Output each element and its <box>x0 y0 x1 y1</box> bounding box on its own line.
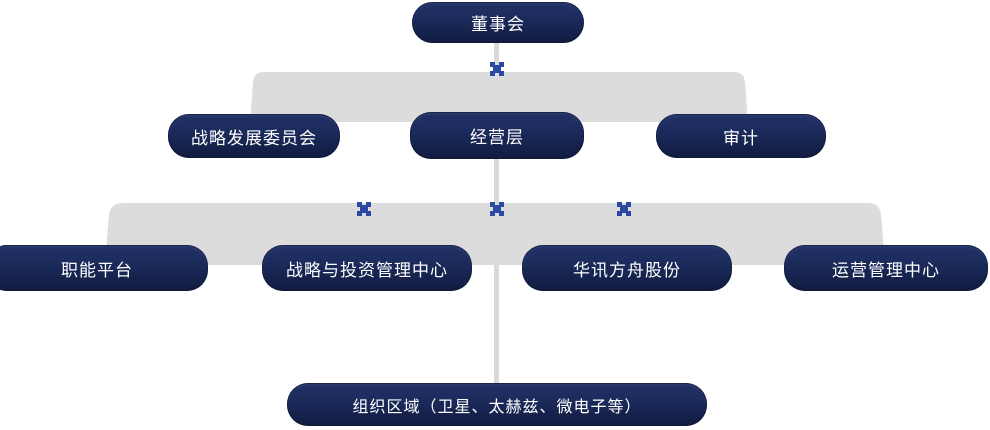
node-huaxun-fangzhou-shares: 华讯方舟股份 <box>522 245 732 291</box>
node-strategy-development-committee: 战略发展委员会 <box>168 114 340 158</box>
connector-cross-icon <box>357 202 371 216</box>
connector-line-management-to-band <box>494 159 499 205</box>
connector-cross-icon <box>617 202 631 216</box>
node-management-level: 经营层 <box>410 112 584 159</box>
node-organization-regions: 组织区域（卫星、太赫兹、微电子等） <box>287 383 707 426</box>
connector-cross-icon <box>490 62 504 76</box>
connector-band-upper <box>250 72 748 122</box>
node-board-of-directors: 董事会 <box>412 2 584 43</box>
connector-line-board-to-band <box>494 43 499 73</box>
node-operations-management-center: 运营管理中心 <box>784 245 988 291</box>
node-strategy-investment-center: 战略与投资管理中心 <box>262 245 472 291</box>
connector-cross-icon <box>490 202 504 216</box>
node-functional-platform: 职能平台 <box>0 245 208 291</box>
node-audit: 审计 <box>656 114 826 158</box>
connector-line-band-to-regions <box>494 265 499 383</box>
